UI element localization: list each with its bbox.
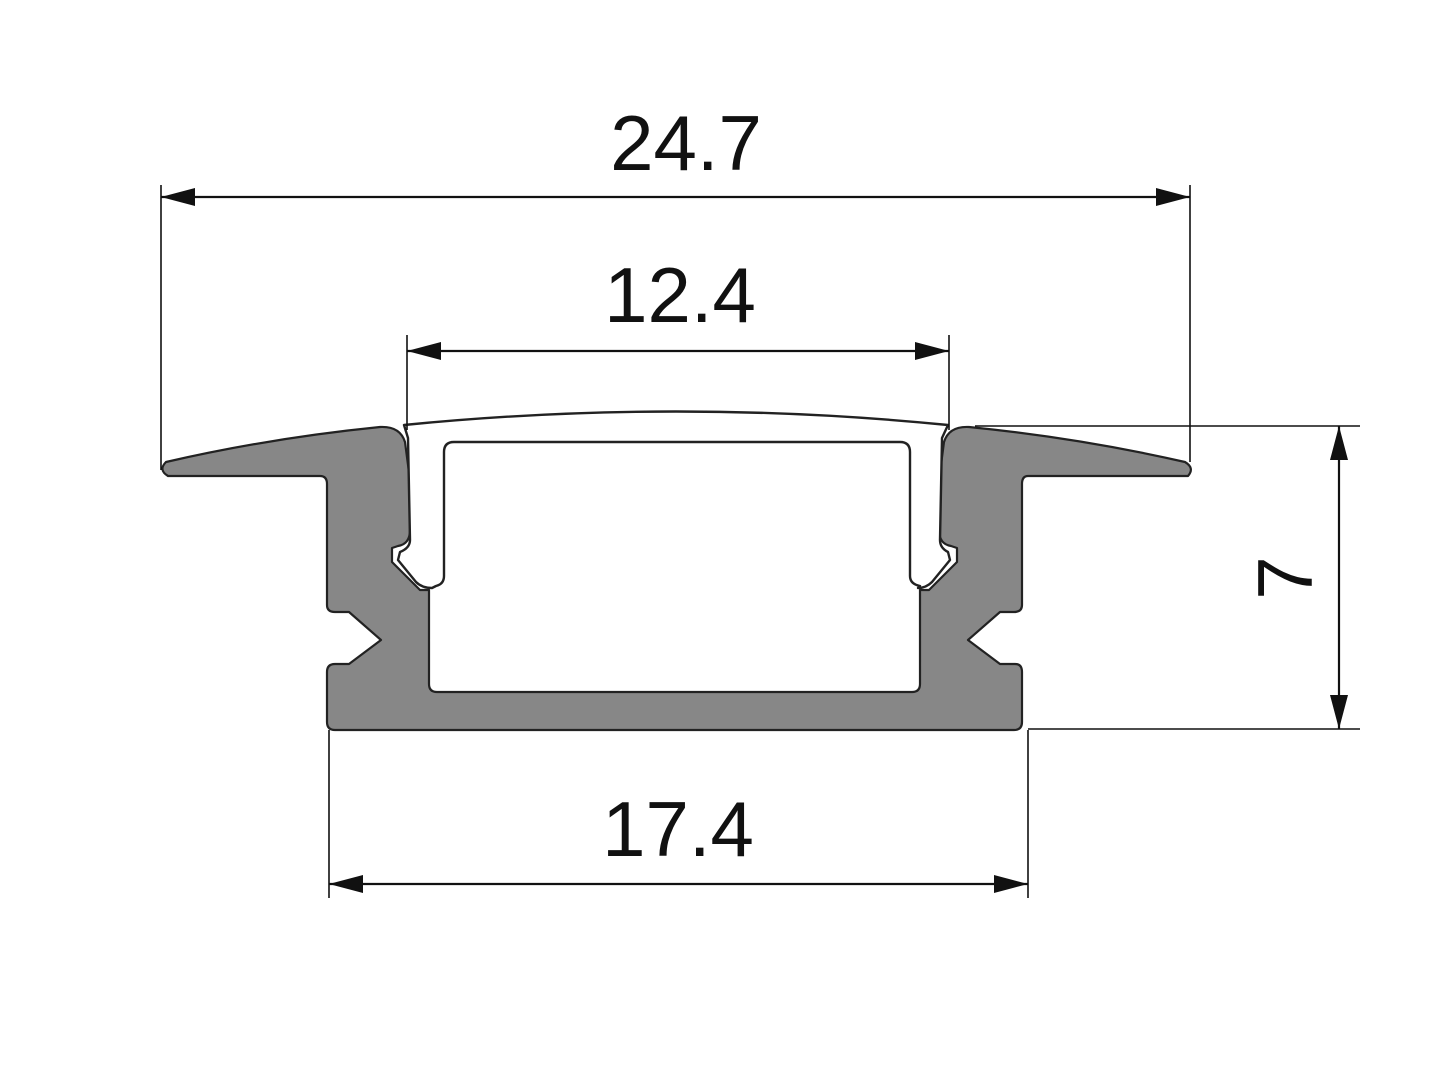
height-label: 7	[1241, 556, 1329, 599]
overall-width-label: 24.7	[610, 99, 762, 187]
arrowhead-left	[329, 875, 363, 893]
dimension-cover-width: 12.4	[406, 251, 950, 430]
arrowhead-top	[1330, 426, 1348, 460]
arrowhead-right	[1156, 188, 1190, 206]
cover-width-label: 12.4	[604, 251, 756, 339]
dimension-height: 7	[975, 425, 1360, 730]
dimension-overall-width: 24.7	[160, 99, 1191, 470]
diffuser-cover	[396, 410, 952, 590]
dimension-base-width: 17.4	[328, 730, 1029, 898]
arrowhead-left	[161, 188, 195, 206]
arrowhead-left	[407, 342, 441, 360]
arrowhead-right	[915, 342, 949, 360]
arrowhead-right	[994, 875, 1028, 893]
arrowhead-bottom	[1330, 695, 1348, 729]
base-width-label: 17.4	[602, 785, 754, 873]
aluminum-profile-body	[161, 425, 1192, 732]
